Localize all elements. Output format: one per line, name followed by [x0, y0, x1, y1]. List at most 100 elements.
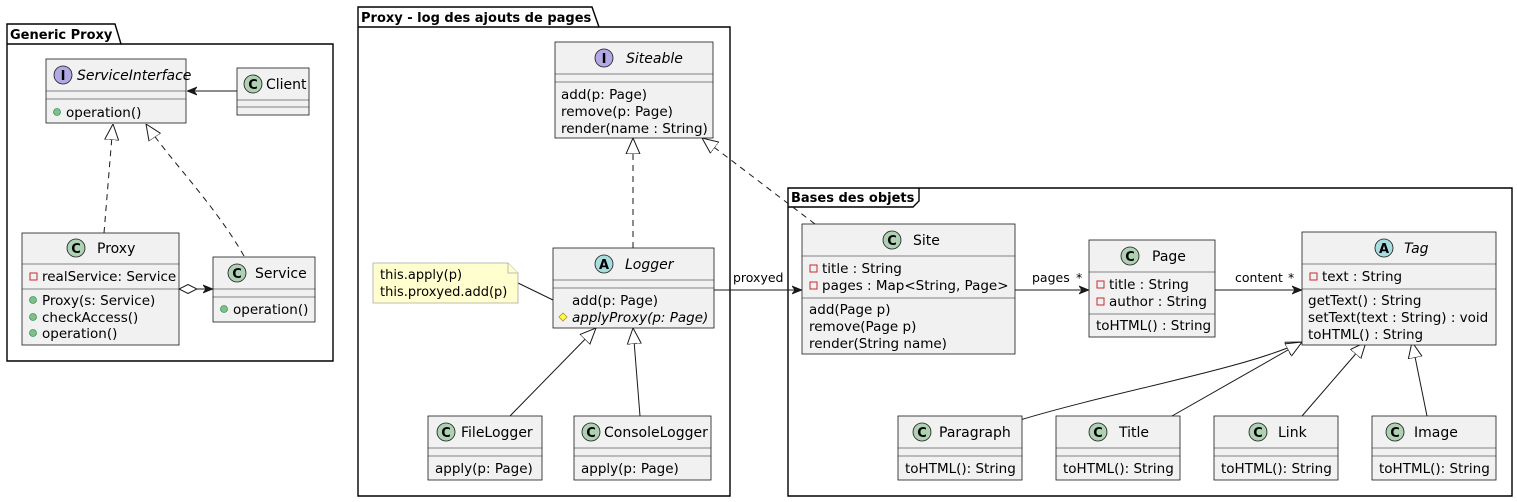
private-visibility-icon — [29, 272, 38, 281]
class-logger: A Logger add(p: Page) applyProxy(p: Page… — [552, 247, 715, 329]
class-member: toHTML() : String — [1308, 327, 1423, 343]
public-visibility-icon — [53, 108, 61, 116]
class-member: operation() — [42, 326, 117, 342]
class-client: C Client — [236, 67, 310, 116]
svg-text:A: A — [599, 258, 609, 273]
package-title: Bases des objets — [791, 191, 915, 206]
public-visibility-icon — [29, 313, 37, 321]
relations: proxyed pages * content * — [103, 91, 1428, 421]
note-link — [517, 282, 554, 301]
abstract-badge-icon — [594, 254, 614, 274]
generalization-arrow — [1171, 342, 1302, 417]
protected-visibility-icon — [558, 312, 568, 322]
class-member: checkAccess() — [42, 310, 138, 326]
class-member: realService: Service — [42, 269, 176, 285]
class-member: toHTML(): String — [1063, 461, 1174, 477]
class-member: author : String — [1109, 294, 1207, 310]
class-page: C Page title : String author : String to… — [1088, 239, 1216, 338]
class-badge-icon — [912, 422, 932, 442]
svg-text:C: C — [887, 234, 897, 249]
realization-arrow — [103, 124, 113, 234]
note: this.apply(p) this.proxyed.add(p) — [372, 262, 519, 304]
class-name: ServiceInterface — [77, 68, 191, 84]
class-site: C Site title : String pages : Map<String… — [801, 223, 1016, 355]
relation-multiplicity: * — [1288, 270, 1294, 285]
class-name: FileLogger — [461, 425, 533, 441]
private-visibility-icon — [809, 281, 818, 290]
generalization-arrow — [633, 328, 640, 417]
class-member: pages : Map<String, Page> — [822, 278, 1009, 294]
class-badge-icon — [227, 263, 247, 283]
class-member: toHTML(): String — [1221, 461, 1332, 477]
package-bases-objets: Bases des objets — [787, 187, 1513, 497]
class-badge-icon — [66, 238, 86, 258]
class-name: Image — [1414, 425, 1458, 441]
class-badge-icon — [581, 422, 601, 442]
class-member: title : String — [822, 261, 902, 277]
relation-label-content: content — [1235, 270, 1283, 285]
svg-text:C: C — [441, 426, 451, 441]
class-badge-icon — [1248, 422, 1268, 442]
class-tag: A Tag text : String getText() : String s… — [1301, 231, 1497, 346]
private-visibility-icon — [1096, 280, 1105, 289]
package-title: Generic Proxy — [10, 28, 113, 43]
class-badge-icon — [243, 74, 263, 94]
svg-text:C: C — [586, 426, 596, 441]
class-member: toHTML(): String — [905, 461, 1016, 477]
class-member: setText(text : String) : void — [1308, 310, 1488, 326]
relation-multiplicity: * — [1076, 270, 1082, 285]
class-member: add(p: Page) — [572, 293, 658, 309]
private-visibility-icon — [809, 264, 818, 273]
class-member: add(Page p) — [809, 302, 891, 318]
class-member: add(p: Page) — [561, 87, 647, 103]
class-name: Site — [913, 233, 940, 249]
package-proxy-log: Proxy - log des ajouts de pages — [357, 6, 731, 497]
class-member: render(name : String) — [561, 121, 708, 137]
class-badge-icon — [436, 422, 456, 442]
class-member: remove(p: Page) — [561, 104, 673, 120]
relation-label-proxyed: proxyed — [733, 270, 783, 285]
class-name: Siteable — [626, 51, 683, 67]
class-member: toHTML() : String — [1096, 318, 1211, 334]
class-member: Proxy(s: Service) — [42, 293, 155, 309]
note-line: this.apply(p) — [380, 268, 462, 283]
realization-arrow — [702, 138, 816, 225]
class-name: Service — [255, 266, 307, 282]
svg-text:C: C — [71, 242, 81, 257]
class-badge-icon — [882, 230, 902, 250]
private-visibility-icon — [1096, 297, 1105, 306]
generalization-arrow — [509, 328, 596, 417]
class-title: C Title toHTML(): String — [1055, 415, 1181, 481]
class-paragraph: C Paragraph toHTML(): String — [897, 415, 1023, 481]
class-member: text : String — [1322, 269, 1402, 285]
svg-text:C: C — [248, 78, 258, 93]
class-member: apply(p: Page) — [435, 461, 533, 477]
class-member: applyProxy(p: Page) — [572, 310, 708, 326]
class-name: Link — [1278, 425, 1308, 441]
class-name: Page — [1152, 249, 1186, 265]
svg-text:C: C — [232, 267, 242, 282]
svg-text:C: C — [1093, 426, 1103, 441]
class-name: Title — [1118, 425, 1149, 441]
class-member: title : String — [1109, 277, 1189, 293]
interface-badge-icon — [594, 48, 614, 68]
svg-text:C: C — [1390, 426, 1400, 441]
interface-badge-icon — [53, 65, 73, 85]
class-member: toHTML(): String — [1379, 461, 1490, 477]
class-member: operation() — [233, 302, 308, 318]
class-link: C Link toHTML(): String — [1213, 415, 1339, 481]
private-visibility-icon — [1309, 272, 1318, 281]
class-image: C Image toHTML(): String — [1371, 415, 1497, 481]
class-name: Logger — [625, 257, 675, 273]
class-service: C Service operation() — [212, 256, 316, 323]
class-member: render(String name) — [809, 336, 947, 352]
class-badge-icon — [1120, 246, 1140, 266]
class-console-logger: C ConsoleLogger apply(p: Page) — [573, 415, 712, 481]
package-title: Proxy - log des ajouts de pages — [361, 11, 592, 26]
class-name: ConsoleLogger — [604, 425, 708, 441]
generalization-arrow — [1412, 342, 1428, 417]
class-member: apply(p: Page) — [581, 461, 679, 477]
public-visibility-icon — [220, 305, 228, 313]
class-name: Client — [266, 77, 307, 93]
realization-arrow — [146, 124, 245, 257]
